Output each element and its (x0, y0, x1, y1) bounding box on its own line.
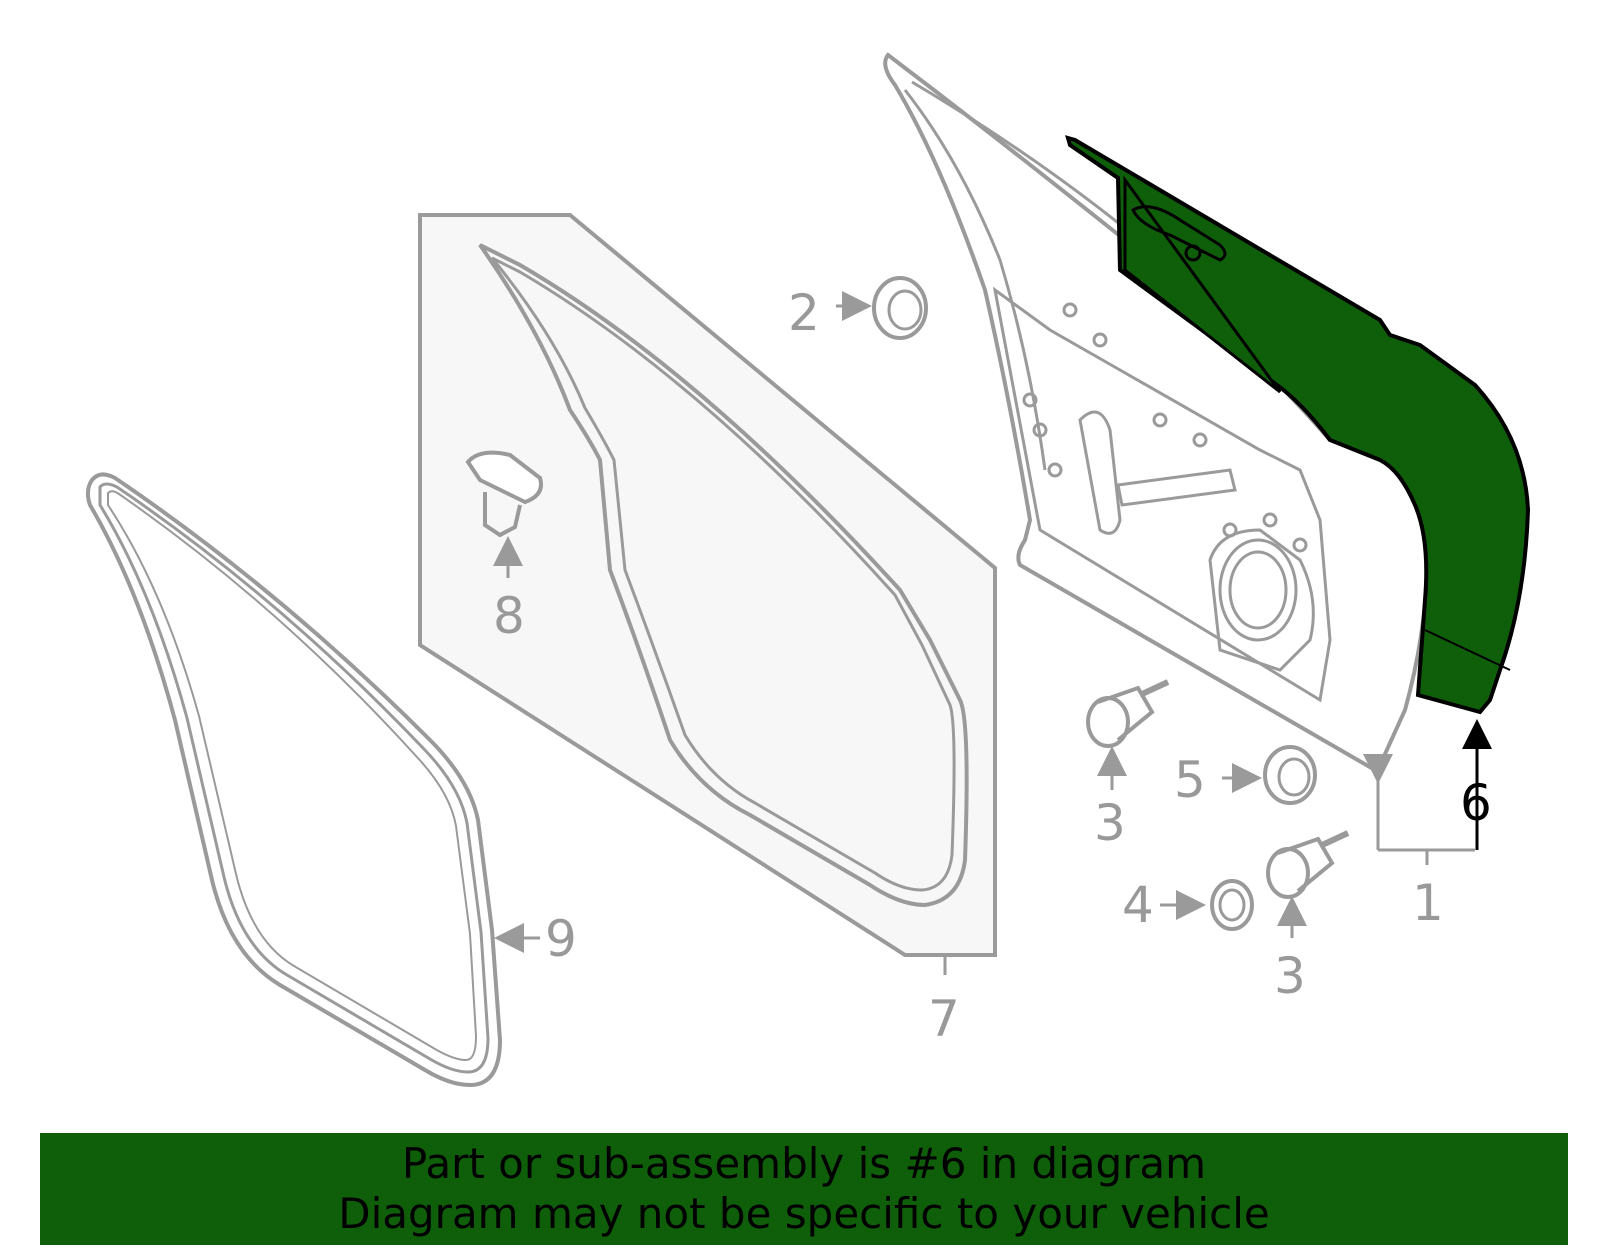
banner-line-2: Diagram may not be specific to your vehi… (338, 1189, 1270, 1238)
part-1-door-shell (883, 52, 1475, 865)
callout-9: 9 (545, 910, 577, 968)
part-5-plug (1222, 745, 1317, 805)
callout-1: 1 (1412, 874, 1444, 932)
banner-line-1: Part or sub-assembly is #6 in diagram (401, 1139, 1207, 1188)
info-banner: Part or sub-assembly is #6 in diagram Di… (40, 1133, 1568, 1245)
callout-7: 7 (928, 990, 960, 1048)
callout-6: 6 (1460, 774, 1492, 832)
part-9-weatherstrip (85, 472, 503, 1088)
parts-diagram: 1 2 3 3 4 5 6 7 8 9 (85, 52, 1531, 1088)
callout-3-upper: 3 (1094, 794, 1126, 852)
part-6-outer-door-panel (1065, 135, 1531, 850)
callout-3-lower: 3 (1274, 947, 1306, 1005)
callout-8: 8 (493, 587, 525, 645)
callout-2: 2 (788, 284, 820, 342)
part-2-plug (836, 276, 928, 340)
part-7-door-seal-panel (418, 213, 997, 975)
callout-4: 4 (1122, 876, 1154, 934)
part-3-stud-lower (1266, 830, 1350, 938)
part-8-clip (465, 450, 543, 578)
part-4-grommet (1160, 879, 1254, 931)
callout-5: 5 (1174, 751, 1206, 809)
part-3-stud-upper (1086, 679, 1170, 790)
